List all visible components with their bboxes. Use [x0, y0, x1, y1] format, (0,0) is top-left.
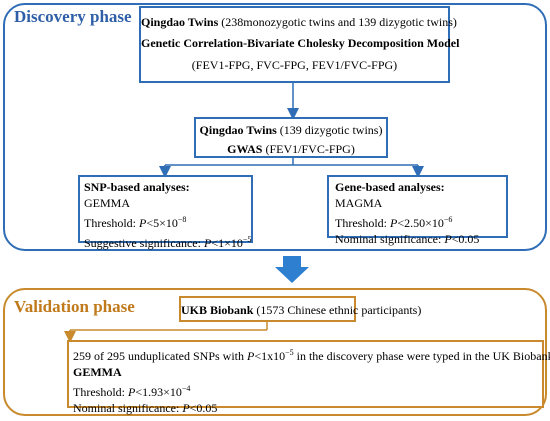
ukb-biobank-box: UKB Biobank (1573 Chinese ethnic partici…: [179, 296, 421, 322]
validation-phase-panel: [3, 288, 547, 416]
box1-traits: (FEV1-FPG, FVC-FPG, FEV1/FVC-FPG): [191, 58, 398, 72]
validation-result-box: 259 of 295 unduplicated SNPs with P<1x10…: [67, 340, 550, 415]
box1-line1: Qingdao Twins (238monozygotic twins and …: [141, 15, 457, 29]
gene-analyses-box: Gene-based analyses: MAGMA Threshold: P<…: [327, 175, 508, 246]
snp-analyses-box: SNP-based analyses: GEMMA Threshold: P<5…: [78, 175, 253, 250]
validation-phase-title: Validation phase: [14, 297, 135, 316]
discovery-phase-title: Discovery phase: [14, 7, 132, 26]
gwas-box: Qingdao Twins (139 dizygotic twins) GWAS…: [194, 117, 388, 158]
block-arrow-down: [275, 256, 309, 283]
model-name: Genetic Correlation-Bivariate Cholesky D…: [141, 36, 460, 50]
cholesky-model-box: Qingdao Twins (238monozygotic twins and …: [139, 6, 459, 83]
discovery-phase-panel: [3, 3, 547, 251]
